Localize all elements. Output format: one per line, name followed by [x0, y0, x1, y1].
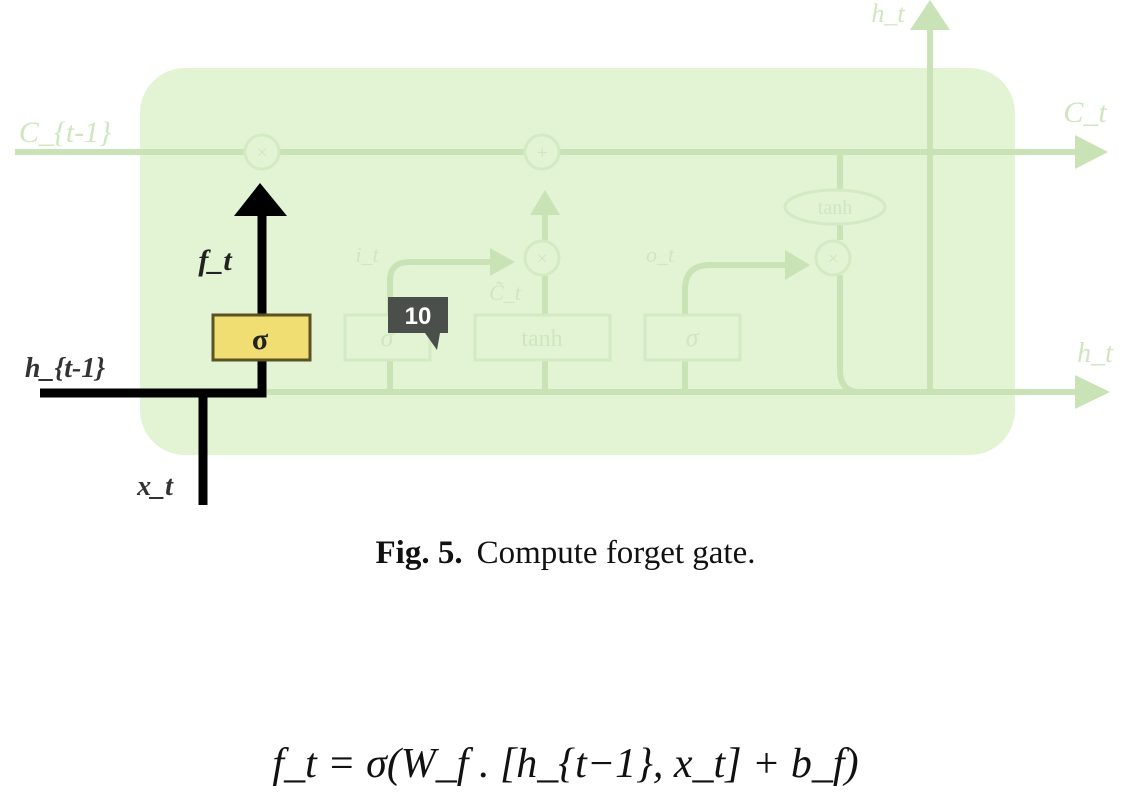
- op-label: ×: [255, 142, 269, 164]
- o-t-label: o_t: [646, 242, 675, 267]
- forget-gate-path: σ f_t h_{t-1} x_t: [25, 183, 312, 505]
- candidate-tanh-box: [473, 313, 612, 362]
- c-t-label: C_t: [1063, 96, 1107, 129]
- lstm-cell-background: [140, 68, 1015, 455]
- add-node: [523, 133, 561, 171]
- comment-count: 10: [405, 303, 432, 330]
- forget-sigma-label: σ: [252, 323, 269, 356]
- cell-tanh-node: [783, 188, 887, 226]
- op-label: ×: [535, 248, 549, 270]
- figure-caption: Fig. 5. Compute forget gate.: [0, 535, 1131, 572]
- x-t-label: x_t: [136, 471, 174, 502]
- caption-text: Compute forget gate.: [476, 535, 756, 571]
- h-prev-label: h_{t-1}: [25, 353, 105, 384]
- gate-label: tanh: [818, 197, 852, 219]
- arrow-head-icon: [234, 183, 287, 216]
- output-multiply-node: [814, 239, 852, 277]
- gate-label: σ: [686, 323, 700, 352]
- c-prev-label: C_{t-1}: [19, 116, 111, 149]
- f-t-label: f_t: [198, 244, 233, 277]
- figure-number: Fig. 5.: [375, 535, 463, 571]
- i-t-label: i_t: [355, 242, 379, 267]
- op-label: ×: [826, 248, 840, 270]
- output-gate-box: [643, 313, 742, 362]
- input-multiply-node: [523, 239, 561, 277]
- gate-label: tanh: [521, 326, 562, 352]
- forget-gate-box: [211, 313, 312, 362]
- c-tilde-label: C̃_t: [489, 280, 522, 305]
- op-label: +: [535, 142, 549, 164]
- forget-multiply-node: [243, 133, 281, 171]
- h-t-right-label: h_t: [1077, 338, 1114, 369]
- comment-badge-icon[interactable]: 10: [388, 297, 448, 350]
- lstm-forget-gate-diagram: × + × × tanh σ tanh σ C_{t-1} C_t h_t h_…: [15, 0, 1114, 505]
- h-t-top-label: h_t: [871, 0, 905, 28]
- forget-gate-equation: f_t = σ(W_f . [h_{t−1}, x_t] + b_f): [272, 741, 859, 787]
